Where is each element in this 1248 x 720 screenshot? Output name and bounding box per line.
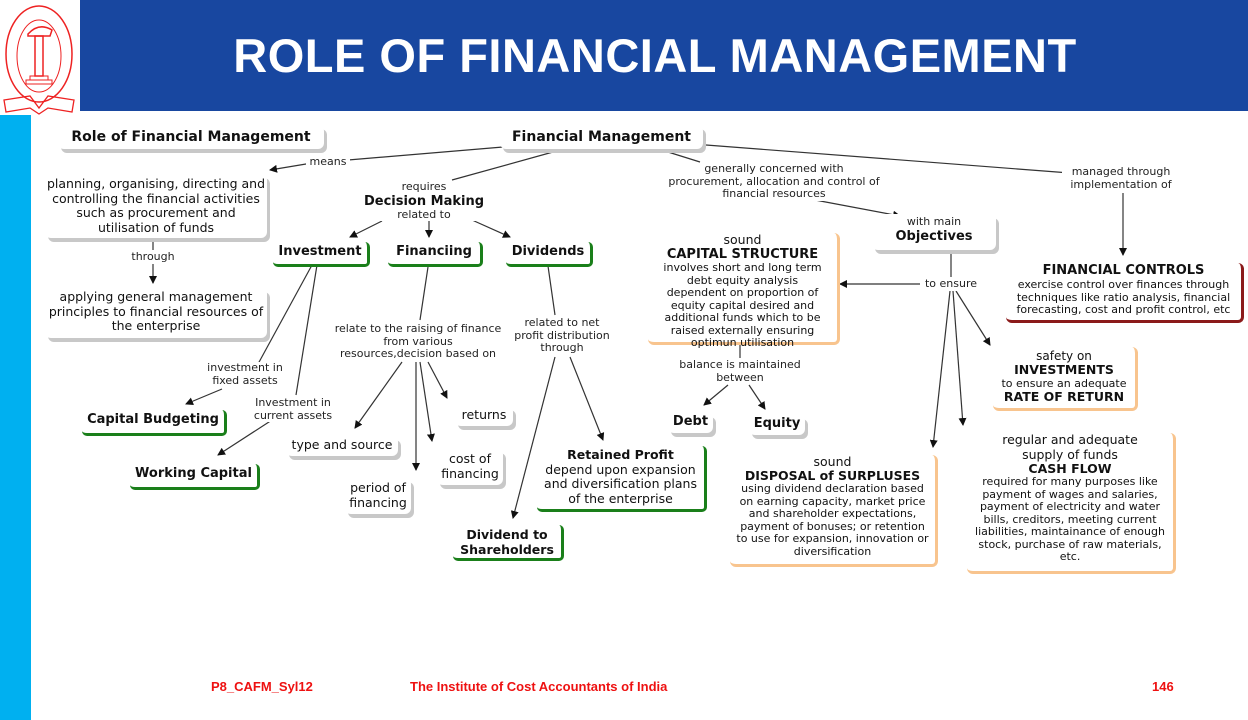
- label-net-profit: related to net profit distribution throu…: [510, 316, 614, 355]
- node-cost[interactable]: cost of financing: [437, 449, 503, 485]
- inv-pre: safety on: [1036, 349, 1092, 363]
- link-raising-cost: [419, 361, 435, 442]
- node-equity[interactable]: Equity: [749, 415, 805, 435]
- slide-title: ROLE OF FINANCIAL MANAGEMENT: [233, 29, 1077, 82]
- node-planning[interactable]: planning, organising, directing and cont…: [45, 174, 267, 238]
- footer-code: P8_CAFM_Syl12: [211, 679, 313, 694]
- node-investment[interactable]: Investment: [273, 242, 370, 267]
- institute-logo: [3, 5, 75, 115]
- node-period[interactable]: period of financing: [345, 478, 411, 514]
- link-root-managed: [705, 144, 1071, 174]
- link-raising-returns: [427, 361, 448, 399]
- ds-pre: sound: [813, 454, 852, 469]
- cf-title: CASH FLOW: [1028, 461, 1112, 476]
- retained-body: depend upon expansion and diversificatio…: [544, 461, 697, 506]
- node-capital-budgeting[interactable]: Capital Budgeting: [82, 410, 227, 436]
- objectives-pre: with main: [872, 215, 996, 229]
- node-investments[interactable]: safety on INVESTMENTS to ensure an adequ…: [993, 347, 1138, 411]
- side-accent-strip: [0, 115, 31, 720]
- decision-pre: requires: [356, 180, 492, 194]
- node-objectives[interactable]: with main Objectives: [872, 214, 996, 250]
- footer-institute: The Institute of Cost Accountants of Ind…: [410, 679, 668, 694]
- node-debt[interactable]: Debt: [668, 413, 713, 433]
- fc-body: exercise control over finances through t…: [1016, 278, 1231, 316]
- link-fixed-capbudget: [185, 388, 223, 405]
- label-to-ensure: to ensure: [921, 277, 981, 291]
- retained-title: Retained Profit: [567, 447, 674, 462]
- label-balance: balance is maintained between: [672, 358, 808, 384]
- inv-title: INVESTMENTS: [1014, 362, 1114, 377]
- link-investment-fixed: [257, 264, 313, 365]
- label-managed: managed through implementation of: [1062, 165, 1180, 191]
- fc-title: FINANCIAL CONTROLS: [1042, 263, 1205, 278]
- link-root-decision: [451, 151, 554, 181]
- node-disposal-surpluses[interactable]: sound DISPOSAL of SURPLUSES using divide…: [730, 455, 938, 567]
- link-means-planning: [269, 162, 313, 173]
- node-financing[interactable]: Financiing: [388, 242, 483, 267]
- node-dividends[interactable]: Dividends: [506, 242, 593, 267]
- root-node-financial-management[interactable]: Financial Management: [500, 125, 703, 149]
- label-means: means: [306, 155, 350, 169]
- label-concerned: generally concerned with procurement, al…: [666, 162, 882, 201]
- link-investment-current: [295, 264, 318, 396]
- link-root-concerned: [667, 151, 701, 163]
- link-root-means: [347, 146, 504, 161]
- objectives-title: Objectives: [895, 228, 973, 244]
- cf-body: required for many purposes like payment …: [975, 475, 1165, 563]
- node-financial-controls[interactable]: FINANCIAL CONTROLS exercise control over…: [1006, 263, 1244, 323]
- node-cash-flow[interactable]: regular and adequate supply of funds CAS…: [967, 432, 1176, 574]
- node-working-capital[interactable]: Working Capital: [130, 464, 260, 490]
- inv-title2: RATE OF RETURN: [1003, 389, 1125, 404]
- link-balance-equity: [748, 384, 766, 410]
- cs-pre: sound: [723, 232, 762, 247]
- link-ensure-cashflow: [952, 290, 967, 426]
- link-ensure-surpluses: [929, 290, 951, 448]
- link-financing-raising: [419, 266, 429, 321]
- cf-pre: regular and adequate supply of funds: [1002, 432, 1138, 462]
- node-capital-structure[interactable]: sound CAPITAL STRUCTURE involves short a…: [648, 232, 840, 349]
- link-dividends-netprofit: [547, 265, 556, 316]
- ds-body: using dividend declaration based on earn…: [736, 482, 929, 558]
- decision-post: related to: [356, 208, 492, 221]
- link-raising-type: [354, 361, 403, 429]
- decision-title: Decision Making: [363, 193, 485, 209]
- label-through: through: [125, 250, 181, 264]
- link-netprofit-retained: [569, 356, 605, 441]
- cs-title: CAPITAL STRUCTURE: [666, 247, 819, 262]
- inv-mid: to ensure an adequate: [1001, 377, 1127, 390]
- node-retained-profit[interactable]: Retained Profit depend upon expansion an…: [537, 446, 707, 512]
- node-applying[interactable]: applying general management principles t…: [45, 288, 267, 338]
- label-fixed-assets: investment in fixed assets: [205, 361, 285, 387]
- title-bar: ROLE OF FINANCIAL MANAGEMENT: [80, 0, 1248, 111]
- label-current-assets: Investment in current assets: [247, 396, 339, 422]
- node-type-source[interactable]: type and source: [286, 436, 398, 456]
- header-box-role: Role of Financial Management: [58, 125, 324, 149]
- footer-page-number: 146: [1152, 679, 1174, 694]
- link-ensure-investments: [955, 290, 991, 346]
- node-returns[interactable]: returns: [455, 406, 513, 426]
- ds-title: DISPOSAL of SURPLUSES: [744, 468, 921, 483]
- label-raising: relate to the raising of finance from va…: [333, 322, 503, 361]
- link-decision-dividends: [471, 219, 511, 238]
- link-netprofit-dividendsh: [510, 356, 556, 519]
- link-current-workingcap: [217, 419, 273, 456]
- node-dividend-shareholders[interactable]: Dividend to Shareholders: [453, 525, 564, 561]
- link-concerned-objectives: [814, 199, 901, 219]
- node-decision-making[interactable]: requires Decision Making related to: [356, 180, 492, 221]
- cs-body: involves short and long term debt equity…: [663, 261, 822, 349]
- link-balance-debt: [703, 384, 729, 406]
- link-decision-investment: [349, 220, 383, 238]
